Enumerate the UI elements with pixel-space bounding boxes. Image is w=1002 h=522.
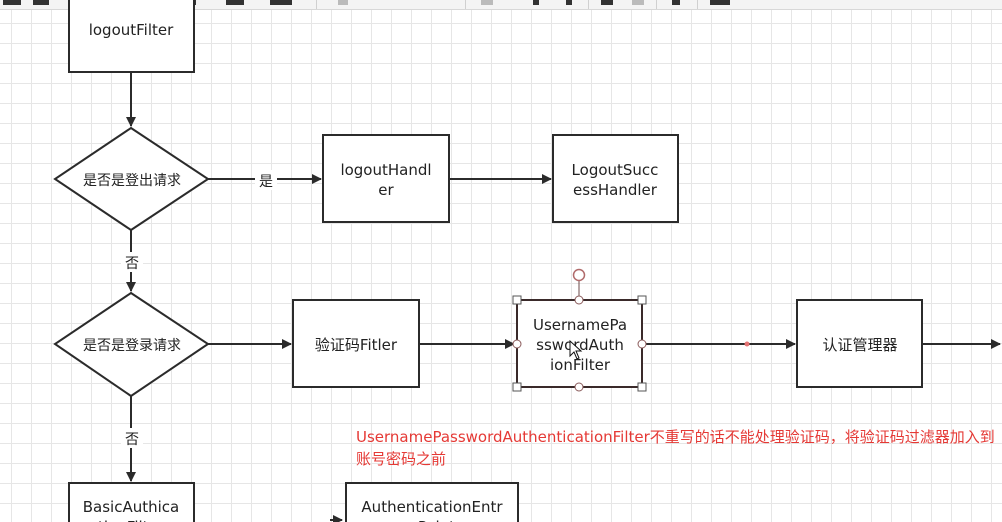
resize-handle[interactable]: [512, 295, 522, 305]
toolbar-icon[interactable]: [338, 0, 348, 5]
toolbar-icon[interactable]: [672, 0, 680, 5]
toolbar-icon[interactable]: [481, 0, 493, 5]
edge-label-no: 否: [125, 256, 139, 272]
node-logout-handler[interactable]: [322, 134, 450, 223]
node-is-logout-request[interactable]: [53, 126, 210, 232]
node-auth-manager-label: 认证管理器: [822, 336, 897, 354]
toolbar-icon[interactable]: [566, 0, 572, 5]
node-logout-success-handler-label-2: essHandler: [573, 181, 658, 199]
toolbar-icon[interactable]: [533, 0, 539, 5]
toolbar-separator: [465, 0, 466, 9]
annotation-note[interactable]: UsernamePasswordAuthenticationFilter不重写的…: [356, 428, 995, 468]
node-captcha-filter[interactable]: [292, 299, 420, 388]
mouse-cursor-icon: [569, 339, 583, 360]
resize-handle[interactable]: [637, 382, 647, 392]
toolbar-separator: [588, 0, 589, 9]
toolbar-icon[interactable]: [270, 0, 292, 5]
node-basic-auth-filter[interactable]: [68, 482, 195, 522]
node-is-logout-request-label: 是否是登出请求: [83, 173, 181, 189]
node-logout-handler-label-1: logoutHandl: [340, 161, 431, 179]
node-logout-handler-label-2: er: [378, 181, 394, 199]
node-logout-filter[interactable]: [68, 0, 195, 73]
node-logout-filter-label: logoutFilter: [89, 21, 174, 39]
toolbar-icon[interactable]: [3, 0, 21, 5]
node-captcha-filter-label: 验证码Fitler: [315, 336, 398, 354]
connection-point[interactable]: [512, 339, 522, 349]
node-auth-manager[interactable]: [796, 299, 923, 388]
connection-point[interactable]: [574, 382, 584, 392]
toolbar-icon[interactable]: [601, 0, 613, 5]
node-auth-entry-point-label-2: yPoint: [409, 518, 455, 522]
edge-label-yes: 是: [259, 174, 273, 190]
node-username-password-filter-label-2: sswordAuth: [536, 336, 624, 354]
node-username-password-filter-label-1: UsernamePa: [533, 316, 627, 334]
connection-point[interactable]: [637, 339, 647, 349]
edge-waypoint[interactable]: [744, 341, 750, 347]
diagram-canvas[interactable]: [0, 10, 1002, 522]
node-logout-success-handler[interactable]: [552, 134, 679, 223]
node-is-login-request-label: 是否是登录请求: [83, 338, 181, 354]
node-basic-auth-filter-label-1: BasicAuthica: [83, 498, 179, 516]
resize-handle[interactable]: [637, 295, 647, 305]
toolbar-icon[interactable]: [710, 0, 730, 5]
toolbar-icon[interactable]: [226, 0, 244, 5]
node-auth-entry-point-label-1: AuthenticationEntr: [361, 498, 503, 516]
toolbar-separator: [656, 0, 657, 9]
selection-handles[interactable]: [512, 268, 647, 392]
node-auth-entry-point[interactable]: [345, 482, 519, 522]
edge-label-no: 否: [125, 432, 139, 448]
toolbar-separator: [697, 0, 698, 9]
rotate-handle[interactable]: [572, 268, 586, 282]
node-username-password-filter-label-3: ionFilter: [550, 356, 611, 374]
toolbar-icon[interactable]: [33, 0, 49, 5]
node-is-login-request[interactable]: [53, 291, 210, 398]
node-logout-success-handler-label-1: LogoutSucc: [572, 161, 659, 179]
connection-point[interactable]: [574, 295, 584, 305]
node-basic-auth-filter-label-2: tionFilter: [98, 518, 165, 522]
toolbar-separator: [316, 0, 317, 9]
toolbar-icon[interactable]: [632, 0, 644, 5]
resize-handle[interactable]: [512, 382, 522, 392]
